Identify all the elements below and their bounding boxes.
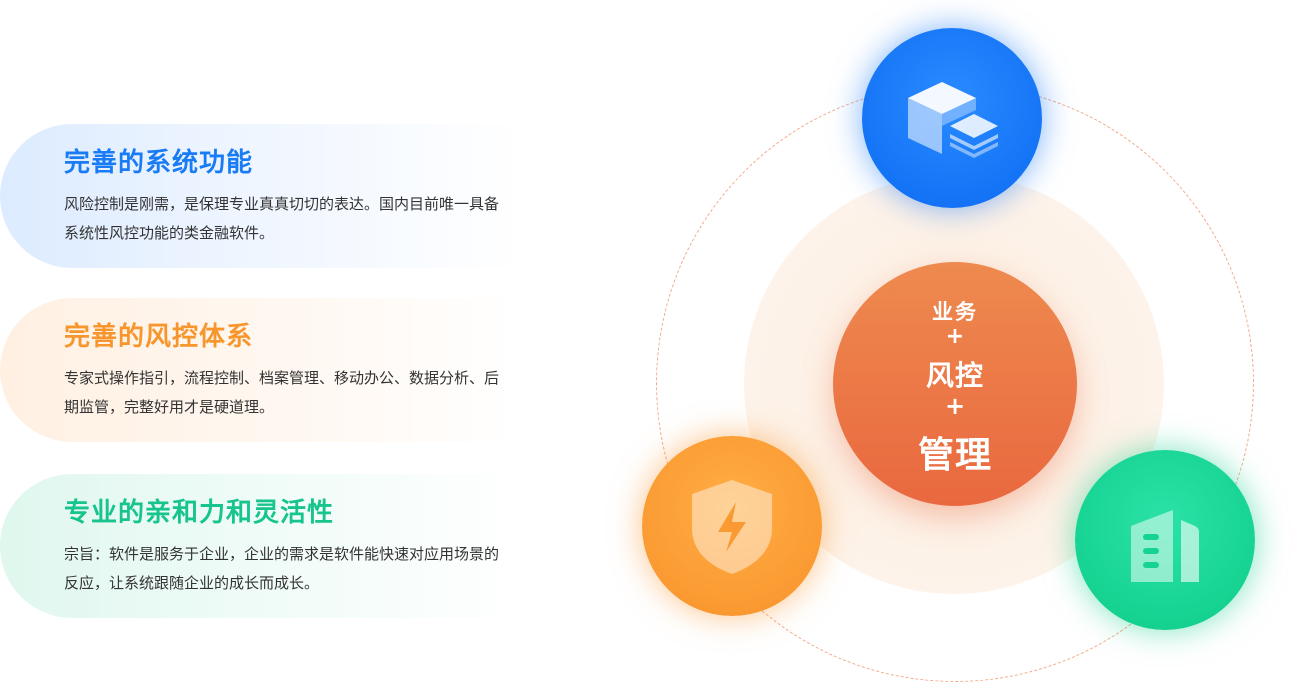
feature-card-flexibility: 专业的亲和力和灵活性 宗旨：软件是服务于企业，企业的需求是软件能快速对应用场景的… [0,474,520,618]
feature-description: 风险控制是刚需，是保理专业真真切切的表达。国内目前唯一具备系统性风控功能的类金融… [64,195,500,242]
core-label-risk-control: 风控 [925,359,984,392]
feature-title: 专业的亲和力和灵活性 [64,498,335,528]
node-green [1075,450,1255,630]
building-icon [1131,510,1199,582]
node-blue [862,28,1042,208]
feature-card-system-functions: 完善的系统功能 风险控制是刚需，是保理专业真真切切的表达。国内目前唯一具备系统性… [0,124,520,268]
feature-title: 完善的风控体系 [64,322,254,352]
core-label-business: 业务 [932,300,978,324]
node-orange [642,436,822,616]
core-label-management: 管理 [917,435,992,476]
core-plus: + [944,392,966,420]
core-plus: + [945,324,965,349]
stacked-blocks-icon [908,82,998,158]
feature-description: 宗旨：软件是服务于企业，企业的需求是软件能快速对应用场景的反应，让系统跟随企业的… [64,545,500,592]
feature-title: 完善的系统功能 [64,148,254,178]
lightning-shield-icon [692,480,772,574]
feature-card-risk-control: 完善的风控体系 专家式操作指引，流程控制、档案管理、移动办公、数据分析、后期监管… [0,298,520,442]
feature-description: 专家式操作指引，流程控制、档案管理、移动办公、数据分析、后期监管，完整好用才是硬… [64,369,500,416]
core-circle: 业务 + 风控 + 管理 [833,262,1077,506]
